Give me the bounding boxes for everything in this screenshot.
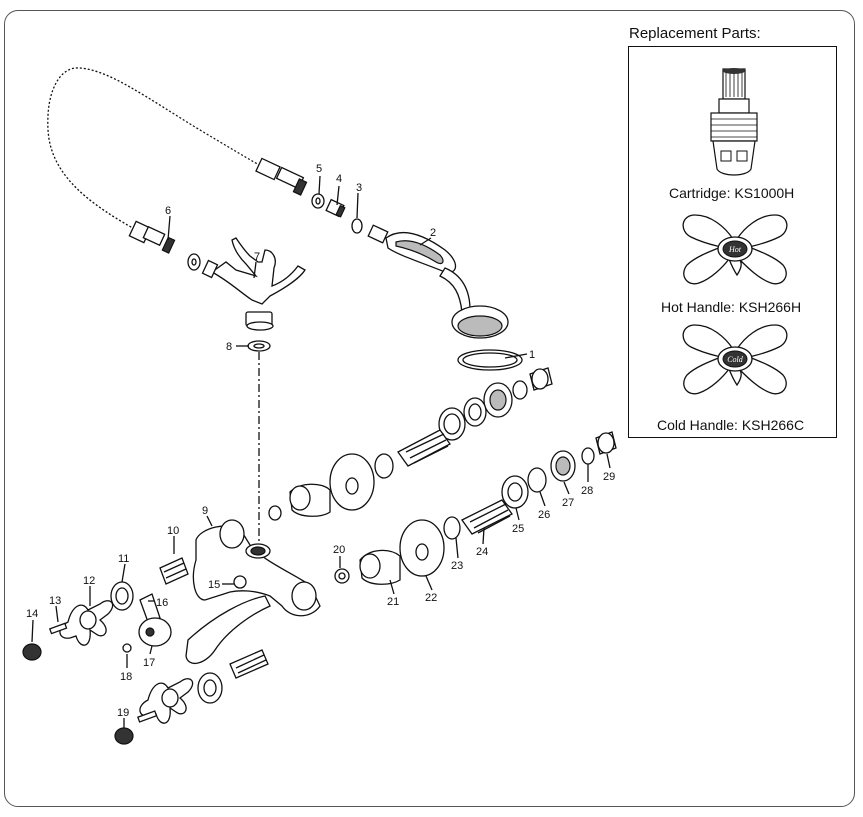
callout-4: 4 <box>336 173 342 185</box>
callout-5: 5 <box>316 163 322 175</box>
callout-13: 13 <box>49 595 61 607</box>
callout-15: 15 <box>208 579 220 591</box>
hot-engraving: Hot <box>728 245 742 254</box>
hot-handle-icon: Hot <box>682 214 788 285</box>
callout-22: 22 <box>425 592 437 604</box>
callout-19: 19 <box>117 707 129 719</box>
callout-6: 6 <box>165 205 171 217</box>
callout-17: 17 <box>143 657 155 669</box>
parts-3-4-5 <box>311 193 363 234</box>
callout-1: 1 <box>529 349 535 361</box>
diagram-frame <box>4 10 855 807</box>
callout-3: 3 <box>356 182 362 194</box>
callout-9: 9 <box>202 505 208 517</box>
callout-12: 12 <box>83 575 95 587</box>
replacement-parts-panel: Cartridge: KS1000H Hot Hot Handle: KSH26… <box>628 46 837 438</box>
cartridge-caption: Cartridge: KS1000H <box>669 185 795 201</box>
callout-20: 20 <box>333 544 345 556</box>
callout-16: 16 <box>156 597 168 609</box>
callout-14: 14 <box>26 608 38 620</box>
callout-23: 23 <box>451 560 463 572</box>
callout-28: 28 <box>581 485 593 497</box>
callout-10: 10 <box>167 525 179 537</box>
cold-engraving: Cold <box>727 355 744 364</box>
part-6-washer <box>187 253 201 271</box>
part-1-gasket-inner <box>462 352 518 368</box>
hose <box>44 64 308 254</box>
lower-valve-assembly <box>334 431 617 585</box>
callout-11: 11 <box>118 553 129 565</box>
cartridge-icon <box>710 68 758 176</box>
cold-handle-caption: Cold Handle: KSH266C <box>657 417 805 433</box>
part-2-hand-shower <box>367 224 509 339</box>
part-8-washer-hole <box>253 343 265 349</box>
callout-26: 26 <box>538 509 550 521</box>
callout-21: 21 <box>387 596 399 608</box>
hot-handle-caption: Hot Handle: KSH266H <box>661 299 802 315</box>
callout-8: 8 <box>226 341 232 353</box>
part-9-valve-body <box>185 519 321 664</box>
replacement-parts-title: Replacement Parts: <box>629 25 761 42</box>
callout-24: 24 <box>476 546 488 558</box>
callout-2: 2 <box>430 227 436 239</box>
leader-lines <box>31 175 611 728</box>
callout-labels: 1 2 3 4 5 6 7 8 9 10 11 12 13 14 15 16 1… <box>26 163 615 719</box>
callout-29: 29 <box>603 471 615 483</box>
left-handle-assemblies <box>22 557 269 745</box>
cold-handle-icon: Cold <box>682 324 788 395</box>
callout-7: 7 <box>254 251 260 263</box>
callout-18: 18 <box>120 671 132 683</box>
upper-valve-assembly <box>268 367 553 521</box>
callout-25: 25 <box>512 523 524 535</box>
part-7-hose-holder <box>201 237 306 331</box>
callout-27: 27 <box>562 497 574 509</box>
